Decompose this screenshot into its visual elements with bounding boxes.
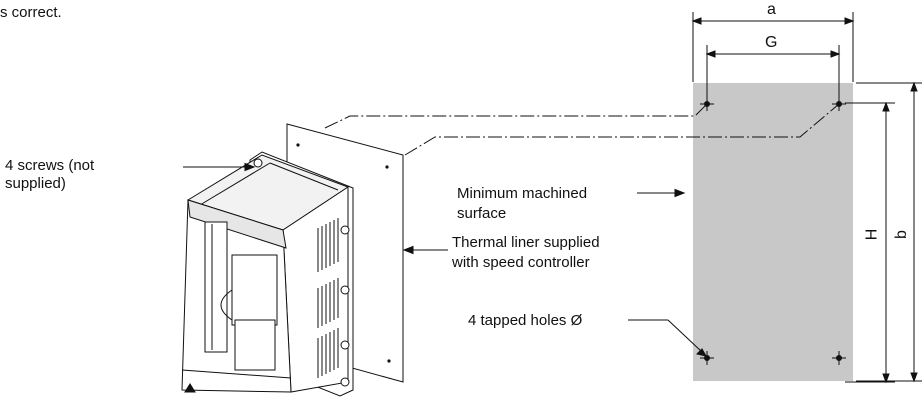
liner-hole [385, 165, 389, 169]
thermal-liner-label-line1: Thermal liner supplied [452, 234, 600, 251]
dimension-a [691, 12, 855, 82]
dimension-b-label: b [892, 230, 910, 239]
tapped-hole-bottom-right [832, 351, 846, 365]
dimension-g [705, 45, 841, 104]
header-fragment-text: s correct. [0, 4, 62, 21]
dimension-g-label: G [765, 34, 778, 51]
dimension-h [845, 101, 895, 384]
machined-surface-label-line1: Minimum machined [457, 185, 588, 202]
liner-hole [296, 143, 300, 147]
speed-controller [181, 151, 354, 397]
projection-lines [324, 103, 840, 156]
tapped-hole-bottom-left [700, 351, 714, 365]
liner-hole [387, 359, 391, 363]
tapped-holes-label: 4 tapped holes Ø [468, 312, 583, 329]
leader-lines [183, 162, 707, 357]
dimension-b [856, 81, 922, 383]
thermal-liner-label-line2: with speed controller [452, 254, 590, 271]
tapped-holes [700, 97, 846, 365]
machined-surface-label-line2: surface [457, 205, 507, 222]
dimension-h-label: H [863, 228, 881, 241]
screws-label-line2: supplied) [5, 175, 66, 192]
tapped-hole-top-left [700, 97, 714, 111]
screws-label-line1: 4 screws (not [5, 157, 95, 174]
dimension-a-label: a [767, 1, 776, 18]
machined-surface-area [693, 83, 853, 381]
